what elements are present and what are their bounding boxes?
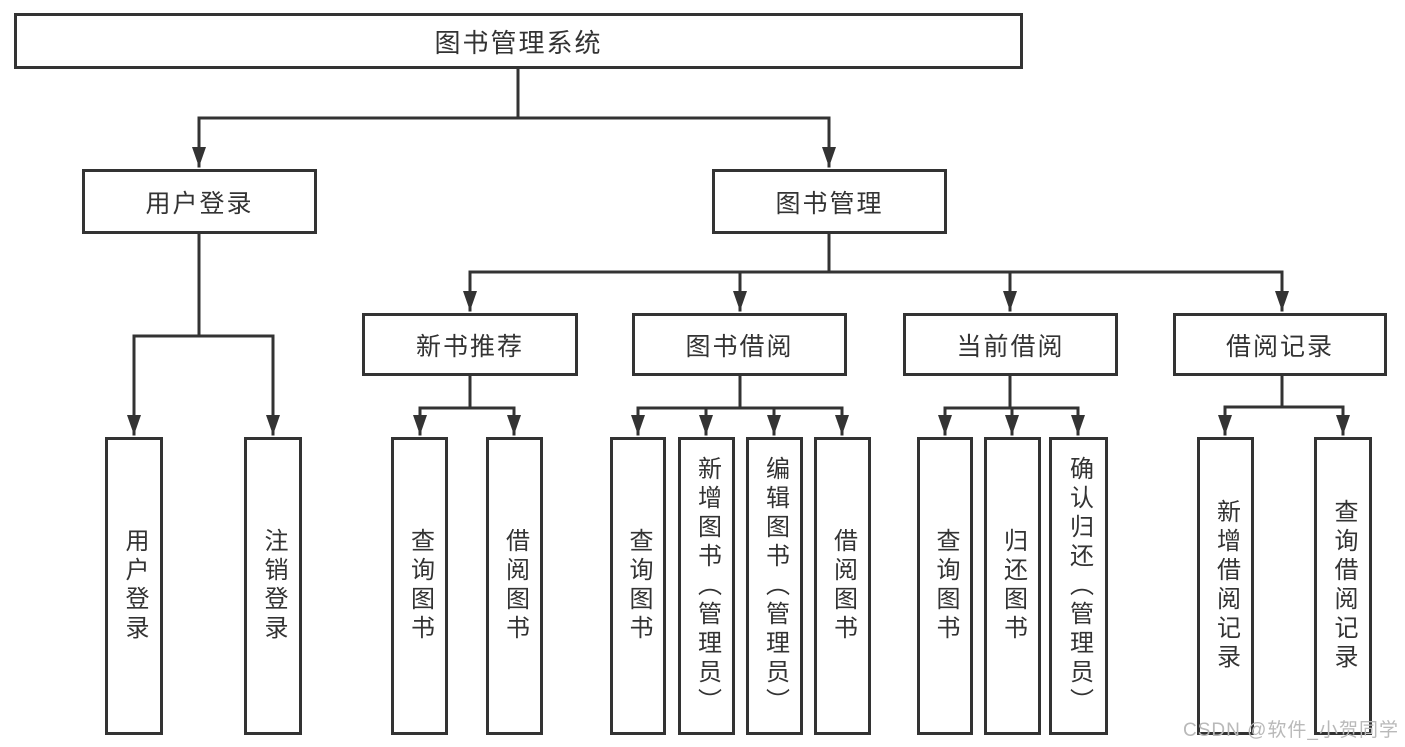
connector-user-login-children <box>127 232 280 436</box>
leaf-return-book: 归还图书 <box>984 437 1041 735</box>
node-book-borrowing: 图书借阅 <box>632 313 847 376</box>
node-book-management-label: 图书管理 <box>775 189 884 218</box>
node-book-borrowing-label: 图书借阅 <box>685 332 794 361</box>
leaf-user-login-label: 用户登录 <box>121 528 148 644</box>
node-user-login: 用户登录 <box>82 169 317 234</box>
leaf-query-books-3-label: 查询图书 <box>932 528 959 644</box>
node-new-book-recommend-label: 新书推荐 <box>415 332 524 361</box>
leaf-edit-book-admin: 编辑图书（管理员） <box>746 437 803 735</box>
leaf-confirm-return-admin-label: 确认归还（管理员） <box>1065 455 1093 717</box>
leaf-confirm-return-admin: 确认归还（管理员） <box>1049 437 1108 735</box>
leaf-borrow-books-1-label: 借阅图书 <box>501 528 529 644</box>
connector-root-to-level2 <box>192 67 836 168</box>
leaf-add-book-admin-label: 新增图书（管理员） <box>693 455 721 717</box>
leaf-add-borrow-record: 新增借阅记录 <box>1197 437 1254 735</box>
node-library-system-label: 图书管理系统 <box>434 27 603 58</box>
leaf-add-book-admin: 新增图书（管理员） <box>678 437 735 735</box>
connector-borrow-records-children <box>1218 374 1350 436</box>
leaf-query-books-2-label: 查询图书 <box>625 528 652 644</box>
node-borrowing-records: 借阅记录 <box>1173 313 1387 376</box>
leaf-query-borrow-record-label: 查询借阅记录 <box>1330 499 1357 673</box>
leaf-return-book-label: 归还图书 <box>999 528 1027 644</box>
connector-new-book-children <box>413 374 521 436</box>
leaf-add-borrow-record-label: 新增借阅记录 <box>1212 499 1240 673</box>
node-current-borrowing-label: 当前借阅 <box>956 332 1065 361</box>
leaf-borrow-books-1: 借阅图书 <box>486 437 543 735</box>
connector-book-mgmt-to-level3 <box>463 232 1289 312</box>
leaf-borrow-books-2-label: 借阅图书 <box>829 528 857 644</box>
node-borrowing-records-label: 借阅记录 <box>1225 332 1334 361</box>
connector-current-borrow-children <box>938 374 1085 436</box>
leaf-edit-book-admin-label: 编辑图书（管理员） <box>761 455 789 717</box>
leaf-user-login: 用户登录 <box>105 437 163 735</box>
node-user-login-label: 用户登录 <box>145 189 254 218</box>
leaf-query-books-2: 查询图书 <box>610 437 666 735</box>
watermark: CSDN @软件_小贺同学 <box>1183 720 1399 741</box>
leaf-query-books-3: 查询图书 <box>917 437 973 735</box>
node-library-system: 图书管理系统 <box>14 13 1023 69</box>
node-book-management: 图书管理 <box>712 169 947 234</box>
leaf-query-books-1: 查询图书 <box>391 437 448 735</box>
leaf-query-books-1-label: 查询图书 <box>406 528 434 644</box>
leaf-logout: 注销登录 <box>244 437 302 735</box>
leaf-query-borrow-record: 查询借阅记录 <box>1314 437 1372 735</box>
node-current-borrowing: 当前借阅 <box>903 313 1118 376</box>
leaf-logout-label: 注销登录 <box>260 528 287 644</box>
leaf-borrow-books-2: 借阅图书 <box>814 437 871 735</box>
connector-book-borrow-children <box>631 374 849 436</box>
node-new-book-recommend: 新书推荐 <box>362 313 578 376</box>
